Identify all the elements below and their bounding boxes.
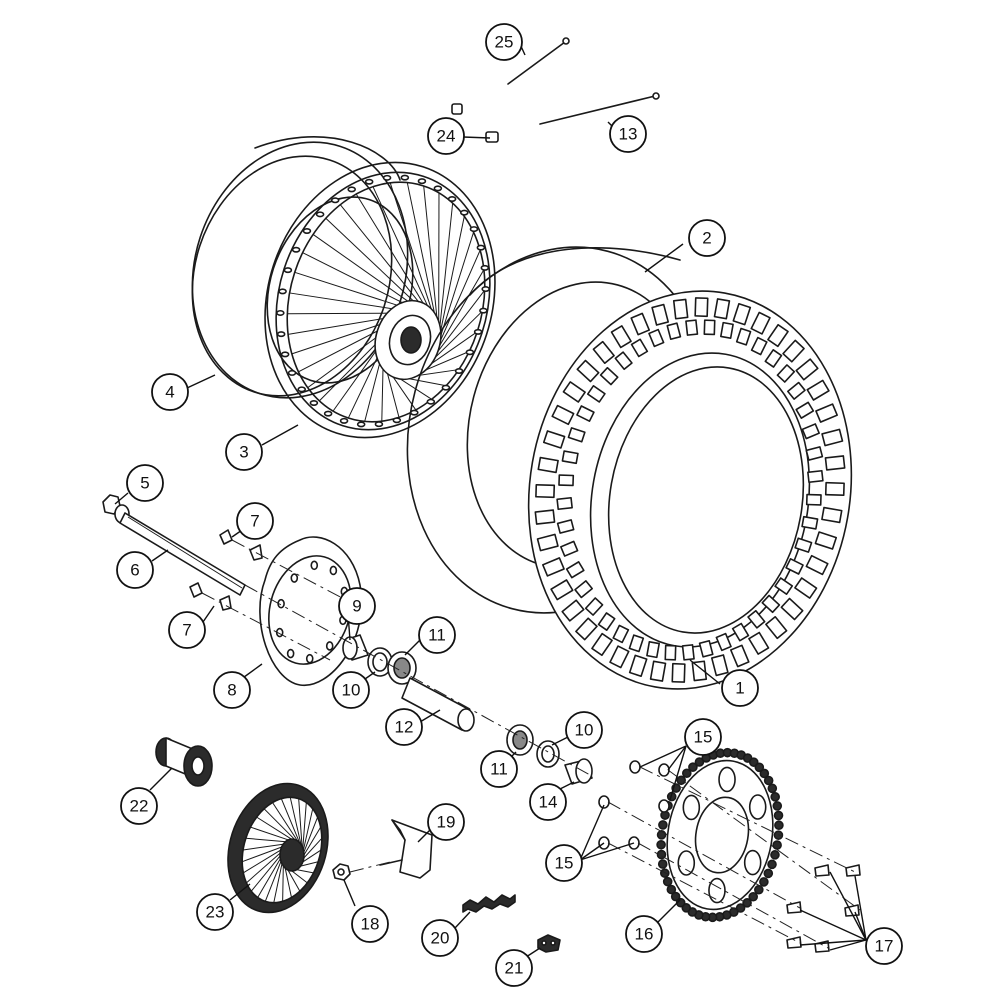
slider-nut xyxy=(332,863,351,881)
callout-label: 15 xyxy=(555,854,574,873)
callout-4: 4 xyxy=(151,373,189,411)
tyre xyxy=(527,290,853,690)
assembly-centerlines xyxy=(201,539,861,949)
callout-label: 8 xyxy=(227,681,236,700)
right-spacer xyxy=(564,758,593,785)
spoke-short xyxy=(507,37,570,85)
callout-13: 13 xyxy=(609,115,647,153)
callout-label: 13 xyxy=(619,125,638,144)
rim-band xyxy=(191,136,409,399)
callout-label: 3 xyxy=(239,443,248,462)
callout-1: 1 xyxy=(721,669,759,707)
callout-label: 24 xyxy=(437,127,456,146)
hub-spacer xyxy=(342,634,369,661)
callout-label: 10 xyxy=(575,721,594,740)
spoked-rim xyxy=(264,161,496,439)
seal-left xyxy=(367,647,393,677)
callout-label: 23 xyxy=(206,903,225,922)
callout-11-bottom: 11 xyxy=(480,750,518,788)
callout-22: 22 xyxy=(120,787,158,825)
callout-10-right: 10 xyxy=(565,711,603,749)
callout-8: 8 xyxy=(213,671,251,709)
seal-right xyxy=(536,740,560,768)
axle xyxy=(119,512,246,596)
callout-label: 9 xyxy=(352,597,361,616)
callout-label: 19 xyxy=(437,813,456,832)
bearing-right xyxy=(506,724,534,756)
callout-11-top: 11 xyxy=(418,616,456,654)
callout-label: 4 xyxy=(165,383,174,402)
callout-15-top: 15 xyxy=(684,718,722,756)
callout-15-bottom: 15 xyxy=(545,844,583,882)
callout-7-bottom: 7 xyxy=(168,611,206,649)
callout-label: 1 xyxy=(735,679,744,698)
callout-label: 16 xyxy=(635,925,654,944)
callout-label: 11 xyxy=(490,760,508,779)
callout-label: 10 xyxy=(342,681,361,700)
callout-label: 6 xyxy=(130,561,139,580)
callout-19: 19 xyxy=(427,803,465,841)
callout-label: 20 xyxy=(431,929,450,948)
callout-label: 2 xyxy=(702,229,711,248)
callout-14: 14 xyxy=(529,783,567,821)
callout-2: 2 xyxy=(688,219,726,257)
callout-label: 21 xyxy=(505,959,524,978)
callout-label: 12 xyxy=(395,718,414,737)
callout-label: 14 xyxy=(539,793,558,812)
callout-label: 7 xyxy=(250,512,259,531)
spoke-long xyxy=(539,92,660,125)
callout-label: 18 xyxy=(361,915,380,934)
callout-16: 16 xyxy=(625,915,663,953)
callout-21: 21 xyxy=(495,949,533,987)
callout-25: 25 xyxy=(485,23,523,61)
disc-bolts-bottom xyxy=(189,582,232,611)
callout-12: 12 xyxy=(385,708,423,746)
callout-label: 22 xyxy=(130,797,149,816)
callout-6: 6 xyxy=(116,551,154,589)
spoke-nipples xyxy=(451,103,499,143)
callout-20: 20 xyxy=(421,919,459,957)
callout-3: 3 xyxy=(225,433,263,471)
hub-sleeve xyxy=(401,677,475,732)
callout-7-top: 7 xyxy=(236,502,274,540)
callout-23: 23 xyxy=(196,893,234,931)
callout-17: 17 xyxy=(865,927,903,965)
drive-chain xyxy=(462,894,516,913)
callout-label: 15 xyxy=(694,728,713,747)
callout-5: 5 xyxy=(126,464,164,502)
bearing-left xyxy=(387,651,417,685)
callout-label: 5 xyxy=(140,474,149,493)
callout-24: 24 xyxy=(427,117,465,155)
callout-18: 18 xyxy=(351,905,389,943)
callout-label: 25 xyxy=(495,33,514,52)
chain-slider xyxy=(379,819,433,879)
callout-label: 7 xyxy=(182,621,191,640)
callout-label: 17 xyxy=(875,937,894,956)
hub-assembly xyxy=(155,737,213,787)
callout-10-left: 10 xyxy=(332,671,370,709)
chain-master-link xyxy=(537,934,561,953)
callout-label: 11 xyxy=(428,626,446,645)
callout-9: 9 xyxy=(338,587,376,625)
brake-disc xyxy=(259,536,363,686)
complete-wheel xyxy=(227,782,329,914)
